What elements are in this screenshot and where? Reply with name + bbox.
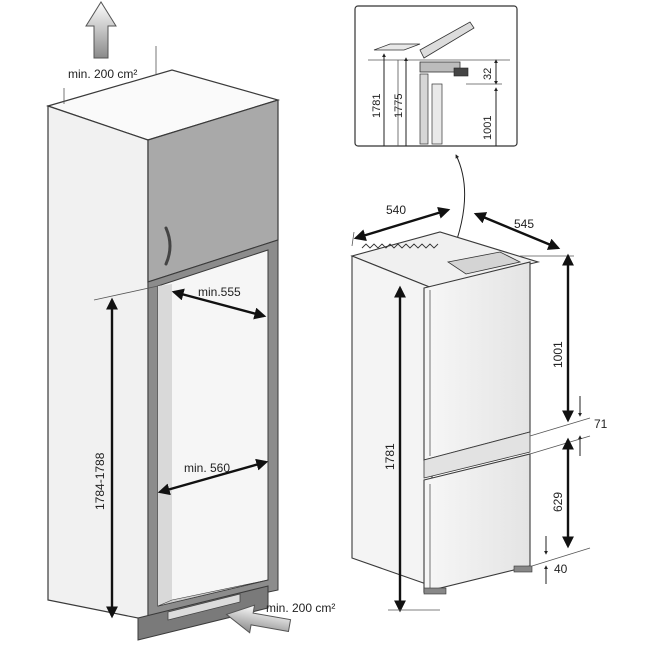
niche-width-bottom-label: min. 560: [184, 461, 230, 475]
niche-floor: [157, 579, 269, 607]
fridge-top-hinge: [446, 251, 522, 275]
vent-bottom-arrow-icon: [225, 604, 292, 634]
door-handle-icon: [164, 226, 172, 266]
fridge-629-label: 629: [551, 492, 565, 512]
detail-1781-label: 1781: [371, 94, 383, 118]
fridge-width-extension: [351, 231, 355, 247]
detail-door-edge: [419, 73, 429, 145]
detail-hinge-lid: [419, 21, 475, 59]
detail-hinge-block: [419, 61, 461, 73]
niche-width-top-label: min.555: [198, 285, 241, 299]
niche-width-top-dimension: [171, 288, 267, 320]
fridge-depth-label: 545: [514, 217, 534, 231]
plinth-vent-grille: [167, 593, 241, 621]
niche-height-extension: [93, 285, 159, 301]
fridge-71-label: 71: [594, 417, 608, 431]
vent-top-label: min. 200 cm²: [68, 67, 137, 81]
detail-appliance-edge: [431, 83, 443, 145]
fridge-appliance: 540 545 1781 1001 71 629 40: [350, 203, 608, 613]
fridge-40-label: 40: [554, 562, 568, 576]
fridge-top-vent-strip: [361, 243, 439, 249]
niche-width-bottom-dimension: [157, 458, 269, 496]
detail-1775-label: 1775: [393, 94, 405, 118]
fridge-ref-line-mid: [529, 417, 591, 437]
cabinet-niche: min. 200 cm² 1784-1788 min.555 min. 560: [46, 1, 335, 641]
fridge-foot: [423, 587, 447, 595]
fridge-bottom-hinge: [513, 565, 533, 573]
detail-1001-label: 1001: [482, 116, 494, 140]
fridge-1001-label: 1001: [551, 341, 565, 368]
fridge-depth-dimension: [473, 212, 561, 250]
detail-32-label: 32: [482, 68, 494, 80]
hinge-detail-view: 1781 1775 32 1001: [354, 5, 518, 147]
niche-inner-side: [158, 284, 172, 606]
vent-top-arrow-icon: [85, 1, 117, 59]
fridge-width-dimension: [353, 207, 451, 241]
niche-height-label: 1784-1788: [93, 452, 107, 510]
detail-frame: [354, 5, 518, 147]
fridge-side: [351, 255, 433, 587]
fridge-width-label: 540: [386, 203, 406, 217]
cabinet-side: [47, 105, 149, 621]
fridge-door-gap: [423, 431, 531, 479]
detail-hinge-pin: [453, 67, 469, 77]
fridge-ref-line-bottom: [531, 547, 591, 567]
fridge-ref-line-mid2: [529, 435, 591, 455]
fridge-upper-door: [423, 261, 531, 461]
fridge-height-label: 1781: [383, 443, 397, 470]
vent-bottom-label: min. 200 cm²: [266, 601, 335, 615]
detail-cabinet-top: [373, 43, 421, 51]
